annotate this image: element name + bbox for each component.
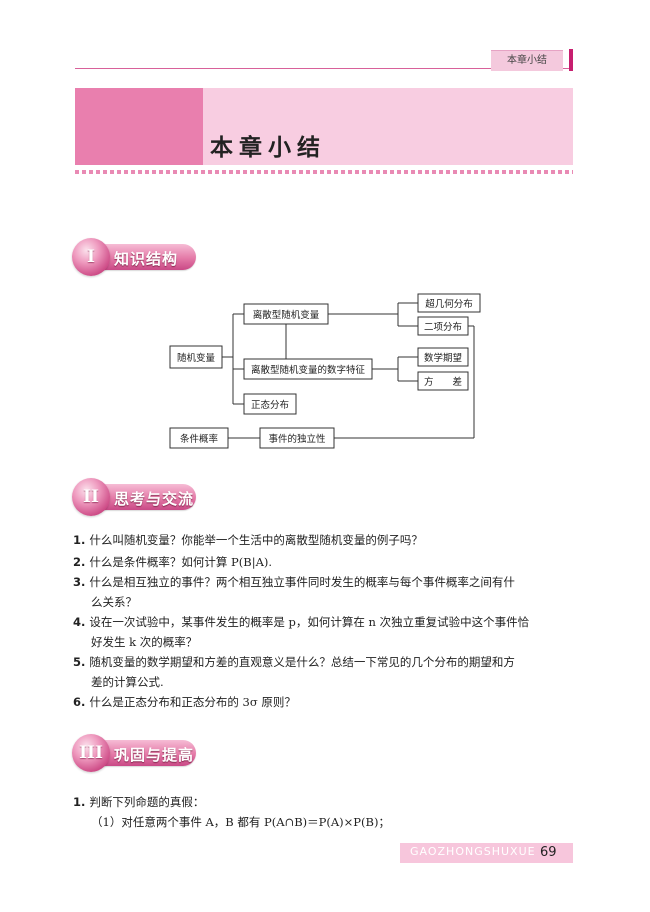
question-text: 什么叫随机变量？你能举一个生活中的离散型随机变量的例子吗？	[89, 533, 423, 547]
question-number: 1.	[73, 533, 86, 547]
question-text: 随机变量的数学期望和方差的直观意义是什么？总结一下常见的几个分布的期望和方	[89, 655, 515, 669]
section-label: 思考与交流	[114, 490, 195, 508]
node-binomial: 二项分布	[424, 321, 462, 333]
node-rv: 随机变量	[177, 352, 216, 364]
knowledge-structure-diagram: 随机变量 离散型随机变量 离散型随机变量的数字特征 正态分布 超几何分布 二项分…	[160, 290, 490, 455]
chapter-tab: 本章小结	[491, 50, 563, 71]
section-label: 巩固与提高	[114, 746, 195, 764]
question-2: 2.什么是条件概率？如何计算 P(B|A).	[73, 552, 583, 572]
question-text: 什么是正态分布和正态分布的 3σ 原则？	[89, 695, 296, 709]
banner-right-block	[203, 88, 573, 165]
question-text-cont: 好发生 k 次的概率？	[91, 635, 198, 649]
section-number: II	[83, 487, 99, 507]
node-features: 离散型随机变量的数字特征	[251, 364, 366, 376]
node-indep: 事件的独立性	[268, 433, 326, 445]
section-label: 知识结构	[114, 250, 179, 268]
node-discrete: 离散型随机变量	[253, 309, 320, 321]
question-1: 1.什么叫随机变量？你能举一个生活中的离散型随机变量的例子吗？	[73, 530, 583, 550]
question-5: 5.随机变量的数学期望和方差的直观意义是什么？总结一下常见的几个分布的期望和方 …	[73, 652, 583, 692]
exercise-1: 1.判断下列命题的真假： （1）对任意两个事件 A，B 都有 P(A∩B)＝P(…	[73, 792, 583, 832]
question-text-cont: 差的计算公式.	[91, 675, 164, 689]
dotted-divider	[75, 170, 573, 174]
node-variance: 方 差	[424, 376, 462, 388]
node-normal: 正态分布	[251, 399, 289, 411]
section-ball-icon	[72, 238, 110, 276]
section-header-knowledge: I 知识结构	[72, 238, 202, 276]
question-number: 6.	[73, 695, 86, 709]
exercise-text: 判断下列命题的真假：	[89, 795, 205, 809]
header-rule	[75, 68, 571, 69]
banner-left-block	[75, 88, 203, 165]
section-ball-icon	[72, 734, 110, 772]
question-4: 4.设在一次试验中，某事件发生的概率是 p，如何计算在 n 次独立重复试验中这个…	[73, 612, 583, 652]
page-title: 本章小结	[210, 135, 326, 161]
node-hypergeo: 超几何分布	[425, 298, 473, 310]
section-header-discussion: II 思考与交流	[72, 478, 202, 516]
question-text-cont: 么关系？	[91, 595, 137, 609]
section-number: III	[79, 743, 103, 763]
node-expect: 数学期望	[424, 352, 462, 364]
exercise-number: 1.	[73, 795, 86, 809]
question-number: 2.	[73, 555, 86, 569]
section-number: I	[87, 247, 95, 267]
chapter-tab-label: 本章小结	[507, 55, 547, 66]
section-ball-icon	[72, 478, 110, 516]
question-6: 6.什么是正态分布和正态分布的 3σ 原则？	[73, 692, 583, 712]
exercise-subitem: （1）对任意两个事件 A，B 都有 P(A∩B)＝P(A)×P(B)；	[91, 815, 390, 829]
page-number: 69	[540, 845, 557, 860]
question-number: 4.	[73, 615, 86, 629]
footer-bar	[400, 843, 573, 863]
question-text: 什么是条件概率？如何计算 P(B|A).	[89, 555, 273, 569]
question-3: 3.什么是相互独立的事件？两个相互独立事件同时发生的概率与每个事件概率之间有什 …	[73, 572, 583, 612]
question-number: 3.	[73, 575, 86, 589]
question-text: 设在一次试验中，某事件发生的概率是 p，如何计算在 n 次独立重复试验中这个事件…	[89, 615, 530, 629]
node-condprob: 条件概率	[180, 433, 219, 445]
footer-series: GAOZHONGSHUXUE	[410, 845, 536, 858]
header-accent-bar	[569, 49, 573, 71]
section-header-consolidate: III 巩固与提高	[72, 734, 202, 772]
question-number: 5.	[73, 655, 86, 669]
question-text: 什么是相互独立的事件？两个相互独立事件同时发生的概率与每个事件概率之间有什	[89, 575, 515, 589]
